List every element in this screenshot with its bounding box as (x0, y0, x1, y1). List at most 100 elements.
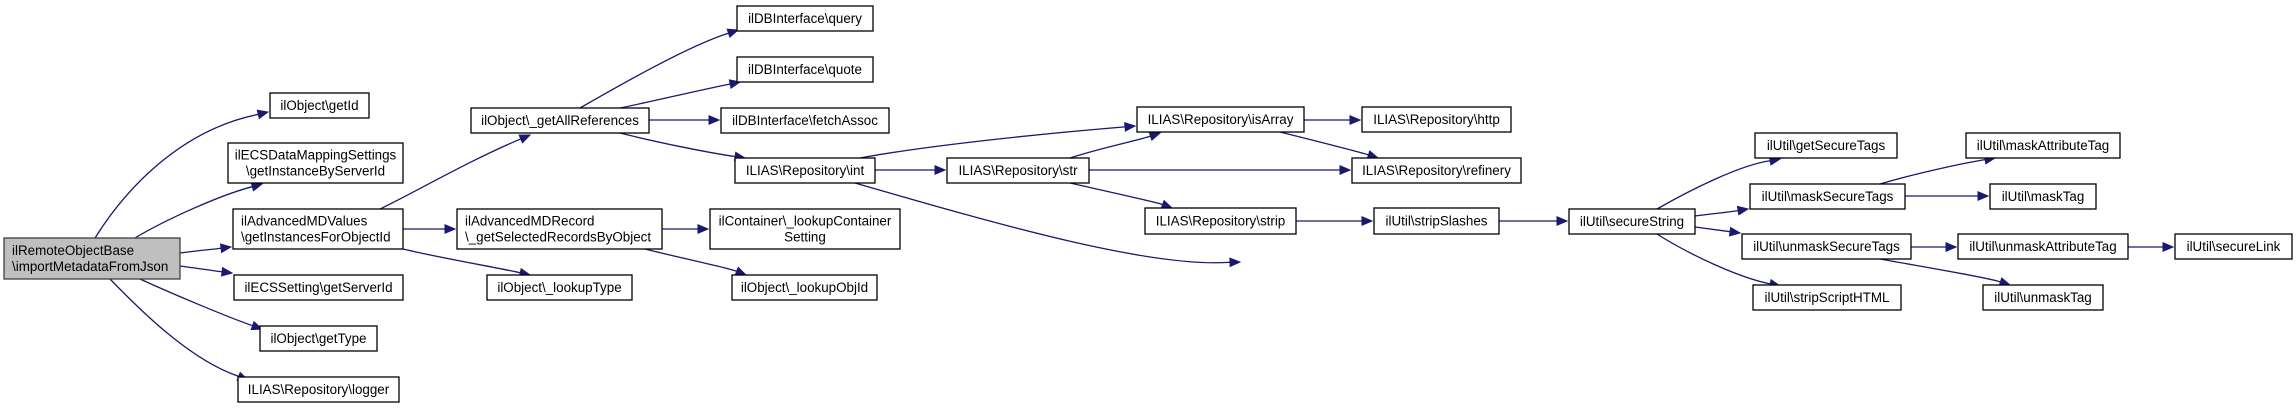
node-box[interactable] (3, 237, 181, 280)
arrowhead-icon (250, 320, 264, 331)
node-lookupObjId[interactable]: ilObject\_lookupObjId (731, 274, 878, 301)
edge-root-to-getType (139, 278, 253, 327)
node-box[interactable] (259, 325, 378, 352)
node-unmaskTag[interactable]: ilUtil\unmaskTag (1982, 284, 2104, 311)
node-secureString[interactable]: ilUtil\secureString (1568, 208, 1696, 235)
node-isArray[interactable]: ILIAS\Repository\isArray (1136, 106, 1305, 133)
node-label: ilUtil\secureLink (2187, 239, 2281, 254)
node-box[interactable] (233, 274, 404, 301)
node-box[interactable] (1741, 233, 1912, 260)
node-repoInt[interactable]: ILIAS\Repository\int (734, 157, 876, 184)
node-box[interactable] (1351, 157, 1522, 184)
node-box[interactable] (946, 157, 1090, 184)
arrowhead-icon (697, 224, 710, 234)
node-box[interactable] (709, 208, 901, 250)
node-http[interactable]: ILIAS\Repository\http (1361, 106, 1512, 133)
node-fetchAssoc[interactable]: ilDBInterface\fetchAssoc (720, 107, 890, 134)
node-label: ILIAS\Repository\refinery (1362, 163, 1511, 178)
node-stripScriptHTML[interactable]: ilUtil\stripScriptHTML (1752, 284, 1902, 311)
node-box[interactable] (1754, 132, 1898, 159)
edges-layer (94, 28, 2175, 381)
node-getAllRefs[interactable]: ilObject\_getAllReferences (470, 107, 650, 134)
node-ecsMapping[interactable]: ilECSDataMappingSettings\getInstanceBySe… (227, 142, 404, 184)
edge-getAllRefs-to-repoInt (619, 132, 736, 158)
node-unmaskSecureTags[interactable]: ilUtil\unmaskSecureTags (1741, 233, 1912, 260)
arrowhead-icon (708, 115, 721, 125)
node-label: ilUtil\unmaskTag (1994, 290, 2092, 305)
node-box[interactable] (1989, 183, 2097, 210)
node-box[interactable] (269, 92, 370, 119)
edge-advMDValues-to-lookupType (402, 248, 521, 274)
node-label: \importMetadataFromJson (12, 259, 168, 274)
node-label: \_getSelectedRecordsByObject (465, 230, 651, 245)
node-box[interactable] (1361, 106, 1512, 133)
arrowhead-icon (934, 165, 947, 175)
edge-root-to-advMDValues (179, 247, 222, 254)
node-getSecureTags[interactable]: ilUtil\getSecureTags (1754, 132, 1898, 159)
node-box[interactable] (736, 5, 874, 32)
node-box[interactable] (237, 376, 400, 403)
node-refinery[interactable]: ILIAS\Repository\refinery (1351, 157, 1522, 184)
node-label: ilDBInterface\query (748, 11, 862, 26)
node-box[interactable] (456, 208, 663, 250)
edge-advMDRecord-to-lookupObjId (644, 248, 737, 272)
node-box[interactable] (1982, 284, 2104, 311)
node-box[interactable] (2174, 233, 2293, 260)
node-lookupType[interactable]: ilObject\_lookupType (486, 274, 633, 301)
edge-advMDValues-to-getAllRefs (379, 138, 522, 210)
node-box[interactable] (470, 107, 650, 134)
arrowhead-icon (1349, 115, 1362, 125)
node-ecsServerId[interactable]: ilECSSetting\getServerId (233, 274, 404, 301)
node-box[interactable] (734, 157, 876, 184)
edge-repoStr-to-repoStrip (1069, 182, 1163, 206)
node-label: ilUtil\maskSecureTags (1762, 189, 1894, 204)
edge-repoInt-to-refinery (854, 182, 1231, 264)
node-label: ilECSDataMappingSettings (235, 148, 397, 163)
node-getId[interactable]: ilObject\getId (269, 92, 370, 119)
node-repoStrip[interactable]: ILIAS\Repository\strip (1144, 207, 1297, 235)
node-box[interactable] (1568, 208, 1696, 235)
node-maskTag[interactable]: ilUtil\maskTag (1989, 183, 2097, 210)
node-maskAttributeTag[interactable]: ilUtil\maskAttributeTag (1965, 132, 2121, 159)
edge-getAllRefs-to-dbQuery (579, 32, 729, 109)
node-box[interactable] (1373, 207, 1500, 235)
node-dbQuery[interactable]: ilDBInterface\query (736, 5, 874, 32)
node-box[interactable] (736, 56, 874, 83)
arrowhead-icon (734, 266, 748, 276)
arrowhead-icon (726, 28, 740, 39)
node-dbQuote[interactable]: ilDBInterface\quote (736, 56, 874, 83)
node-label: ILIAS\Repository\http (1373, 112, 1500, 127)
edge-root-to-getId (94, 113, 259, 239)
node-advMDRecord[interactable]: ilAdvancedMDRecord\_getSelectedRecordsBy… (456, 208, 663, 250)
node-advMDValues[interactable]: ilAdvancedMDValues\getInstancesForObject… (232, 208, 404, 250)
edge-secureString-to-getSecureTags (1656, 160, 1771, 210)
node-box[interactable] (720, 107, 890, 134)
node-maskSecureTags[interactable]: ilUtil\maskSecureTags (1749, 183, 1906, 210)
arrowhead-icon (2162, 242, 2175, 252)
node-box[interactable] (486, 274, 633, 301)
node-box[interactable] (1965, 132, 2121, 159)
node-label: ilUtil\unmaskSecureTags (1753, 239, 1900, 254)
node-getType[interactable]: ilObject\getType (259, 325, 378, 352)
node-box[interactable] (232, 208, 404, 250)
node-unmaskAttributeTag[interactable]: ilUtil\unmaskAttributeTag (1957, 233, 2129, 260)
arrowhead-icon (1361, 216, 1374, 226)
node-secureLink[interactable]: ilUtil\secureLink (2174, 233, 2293, 260)
node-box[interactable] (1752, 284, 1902, 311)
arrowhead-icon (1736, 205, 1750, 216)
edge-getAllRefs-to-dbQuote (619, 83, 731, 109)
node-box[interactable] (227, 142, 404, 184)
node-stripSlashes[interactable]: ilUtil\stripSlashes (1373, 207, 1500, 235)
node-box[interactable] (1144, 207, 1297, 235)
node-label: ilDBInterface\quote (748, 62, 862, 77)
node-logger[interactable]: ILIAS\Repository\logger (237, 376, 400, 403)
node-root[interactable]: ilRemoteObjectBase\importMetadataFromJso… (3, 237, 181, 280)
node-box[interactable] (1136, 106, 1305, 133)
edge-repoInt-to-isArray (859, 126, 1126, 159)
node-box[interactable] (1957, 233, 2129, 260)
node-box[interactable] (1749, 183, 1906, 210)
edge-unmaskSecureTags-to-unmaskTag (1879, 258, 2001, 283)
node-repoStr[interactable]: ILIAS\Repository\str (946, 157, 1090, 184)
node-box[interactable] (731, 274, 878, 301)
